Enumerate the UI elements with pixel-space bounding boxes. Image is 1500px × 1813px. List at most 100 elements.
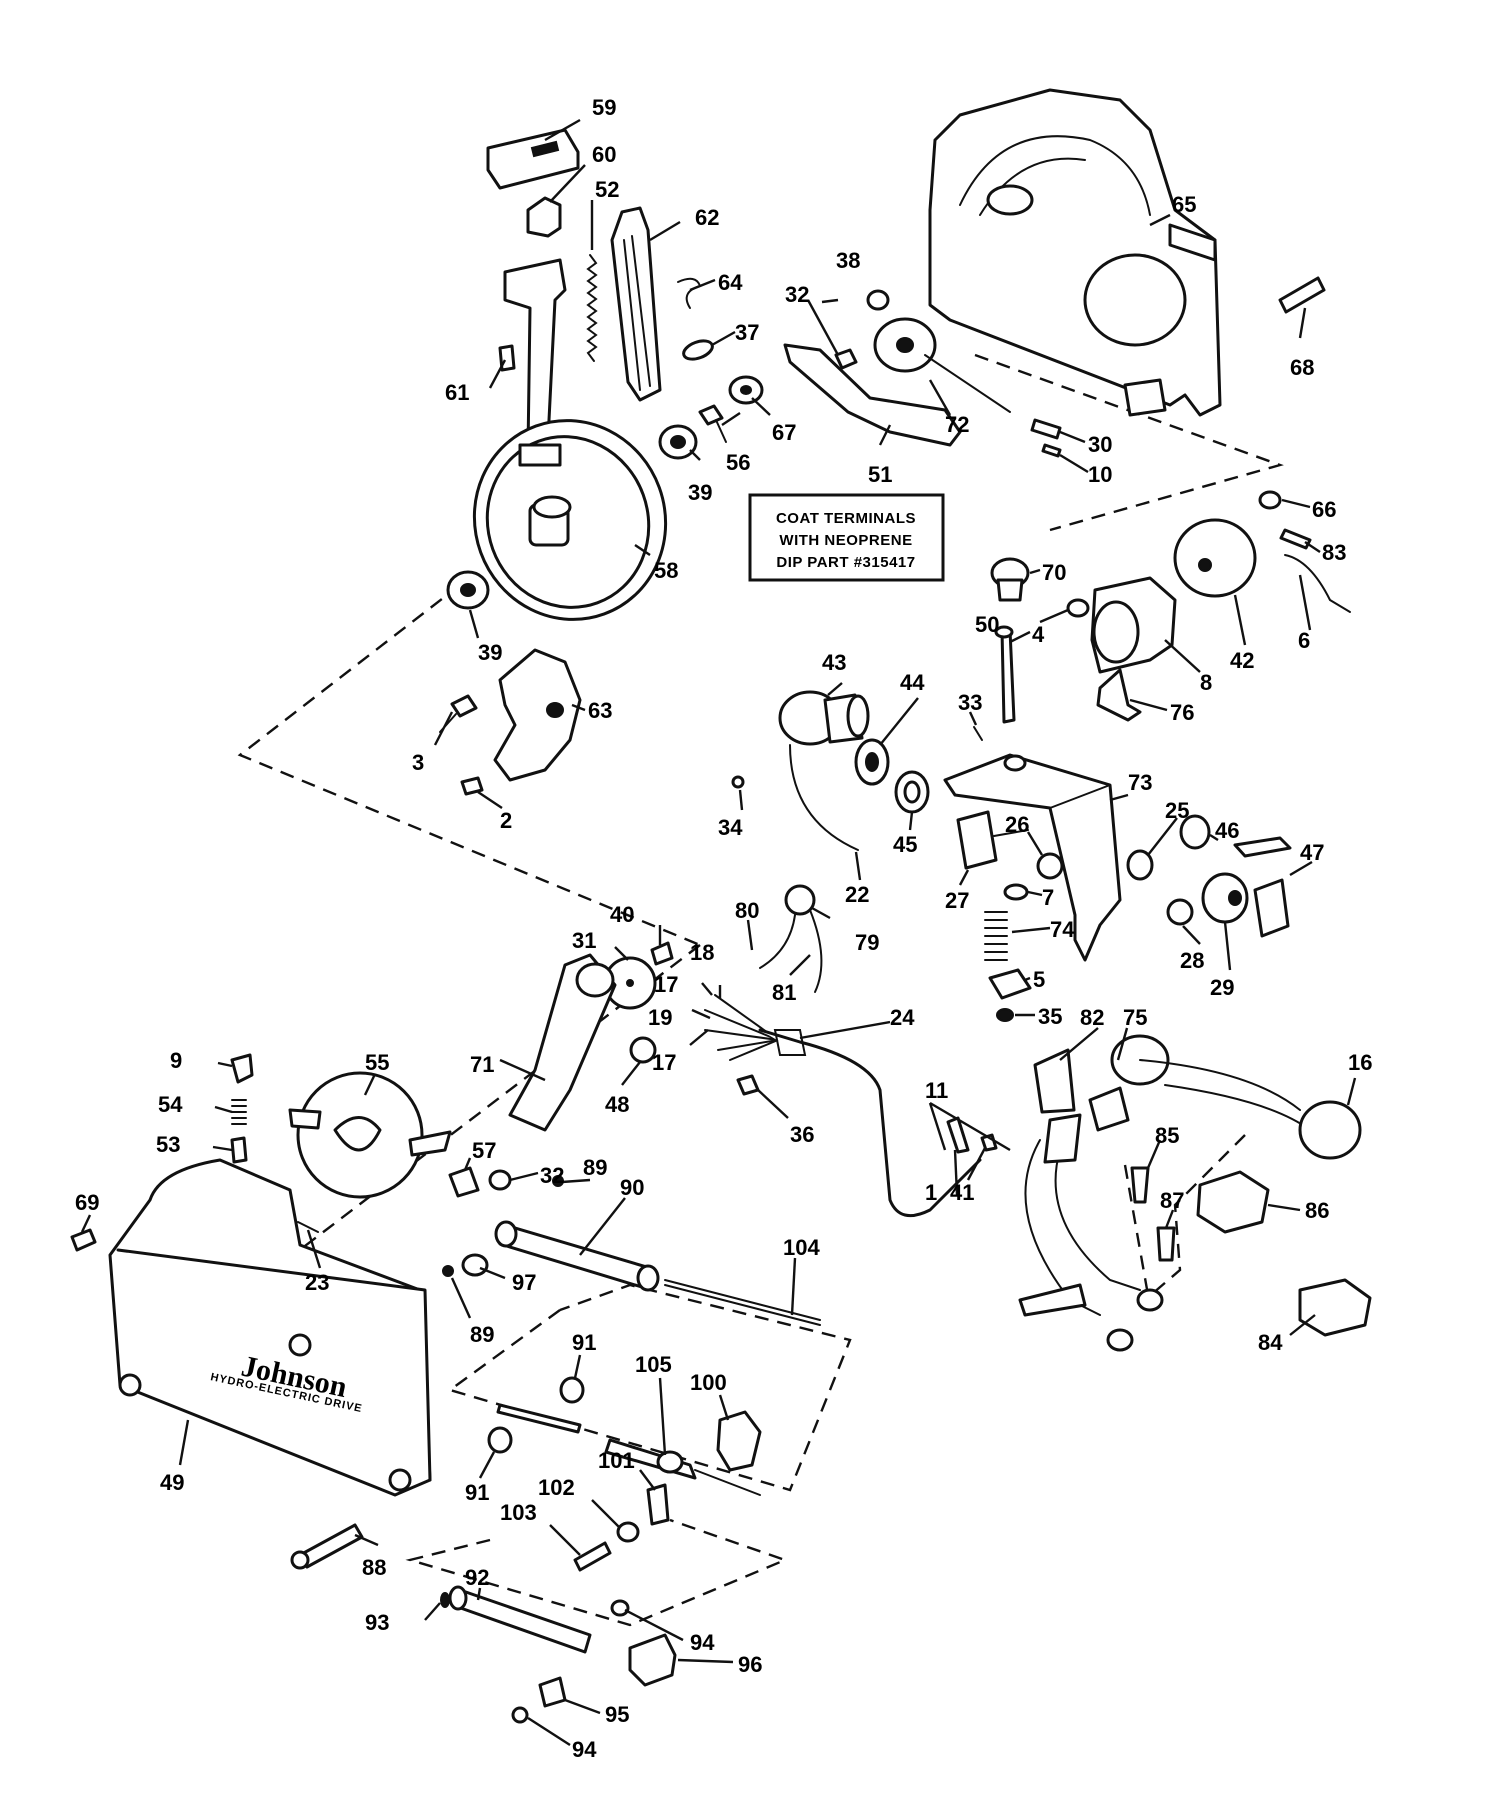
part-69-screw [70,1228,97,1252]
callout-36: 36 [790,1122,814,1147]
part-58-control-housing [472,419,668,621]
callout-83: 83 [1322,540,1346,565]
part-100-bracket [716,1410,762,1472]
callout-numbers: 59 60 52 62 64 37 38 32 65 68 61 56 67 3… [75,95,1372,1762]
callout-22: 22 [845,882,869,907]
part-103-screw [573,1541,612,1572]
callout-90: 90 [620,1175,644,1200]
leader-lines [80,118,1357,1747]
part-68-bolt [1278,276,1326,314]
part-29-lock-cylinder [1201,872,1249,924]
part-2-screw [460,776,484,796]
part-6-wire [1284,554,1351,613]
callout-67: 67 [772,420,796,445]
callout-39-upper: 39 [688,480,712,505]
callout-63: 63 [588,698,612,723]
callout-10: 10 [1088,462,1112,487]
part-85-bolt [1130,1166,1150,1204]
callout-73: 73 [1128,770,1152,795]
part-28-nut [1166,898,1194,926]
callout-103: 103 [500,1500,537,1525]
callout-87: 87 [1160,1188,1184,1213]
callout-97: 97 [512,1270,536,1295]
callout-18: 18 [690,940,714,965]
callout-47: 47 [1300,840,1324,865]
part-60-clip [526,196,562,238]
callout-30: 30 [1088,432,1112,457]
callout-79: 79 [855,930,879,955]
part-92-pivot-rod [448,1585,592,1654]
callout-29: 29 [1210,975,1234,1000]
callout-66: 66 [1312,497,1336,522]
callout-33: 33 [958,690,982,715]
callout-74: 74 [1050,917,1075,942]
callout-71: 71 [470,1052,494,1077]
part-64-spring-clip [677,277,702,309]
part-40-screw [650,941,674,966]
part-63-cam-plate [493,648,582,782]
part-90-tube [494,1220,660,1292]
callout-35: 35 [1038,1004,1062,1029]
part-44-nut [854,738,890,786]
callout-55: 55 [365,1050,389,1075]
part-65-main-housing [928,88,1222,417]
callout-76: 76 [1170,700,1194,725]
part-88-screw [290,1523,364,1570]
callout-45: 45 [893,832,917,857]
callout-11: 11 [925,1078,948,1103]
callout-17-lower: 17 [652,1050,676,1075]
callout-93: 93 [365,1610,389,1635]
callout-102: 102 [538,1475,575,1500]
callout-43: 43 [822,650,846,675]
part-16-terminal-boot [1139,1059,1362,1160]
note-box: COAT TERMINALS WITH NEOPRENE DIP PART #3… [748,493,945,582]
part-4-shaft [994,625,1016,724]
callout-51: 51 [868,462,892,487]
part-38-plug [866,289,890,311]
part-57-screw [448,1166,480,1198]
callout-57: 57 [472,1138,496,1163]
part-104-rod [664,1279,821,1326]
part-9-clip [230,1053,254,1084]
callout-81: 81 [772,980,796,1005]
callout-75: 75 [1123,1005,1147,1030]
callout-94-lower: 94 [572,1737,597,1762]
part-35-washer [996,1008,1014,1022]
note-line-2: WITH NEOPRENE [779,532,912,549]
callout-3: 3 [412,750,424,775]
callout-85: 85 [1155,1123,1179,1148]
part-101-clip [646,1483,670,1526]
callout-65: 65 [1172,192,1196,217]
part-42-cap [1173,518,1257,598]
callout-64: 64 [718,270,743,295]
part-shaft-rod [496,1403,582,1434]
callout-105: 105 [635,1352,672,1377]
callout-44: 44 [900,670,925,695]
callout-50: 50 [975,612,999,637]
part-37-clip [682,339,714,361]
part-17-18-19-wires [704,994,779,1061]
part-91-bushings [487,1376,585,1454]
callout-72: 72 [945,412,969,437]
callout-94-upper: 94 [690,1630,715,1655]
callout-31: 31 [572,928,596,953]
part-87-bolt [1156,1226,1176,1262]
callout-60: 60 [592,142,616,167]
part-46-ring-nut [1179,814,1211,850]
part-1-41-clamp [946,1116,998,1154]
part-86-battery-clamp [1196,1170,1270,1234]
part-55-cam-disc [288,1071,452,1199]
callout-9: 9 [170,1048,182,1073]
part-82-clamp [1033,1048,1076,1114]
part-67-washer [728,375,764,405]
callout-59: 59 [592,95,616,120]
callout-91-lower: 91 [465,1480,489,1505]
callout-104: 104 [783,1235,820,1260]
part-53-plunger [230,1136,248,1164]
callout-32-upper: 32 [785,282,809,307]
part-73-mounting-bracket [943,753,1122,962]
callout-61: 61 [445,380,469,405]
callout-84: 84 [1258,1330,1283,1355]
part-49-cover-plate: Johnson HYDRO-ELECTRIC DRIVE [108,1158,432,1497]
